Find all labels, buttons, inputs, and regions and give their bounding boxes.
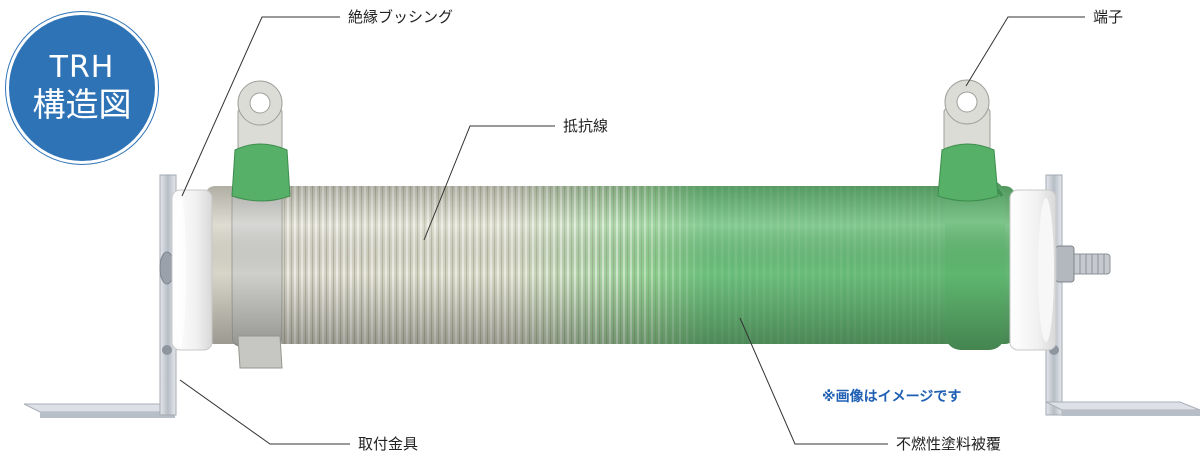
- left-metal-band: [231, 183, 283, 369]
- leader-mounting-bracket: [179, 379, 350, 445]
- resistor-body: [205, 186, 1015, 344]
- right-insulating-bushing: [1009, 189, 1057, 351]
- right-terminal: [937, 79, 999, 202]
- right-green-collar: [945, 180, 1005, 350]
- label-nonflammable-coating: 不燃性塗料被覆: [896, 435, 1002, 453]
- left-mounting-bracket: [23, 174, 177, 418]
- label-resistance-wire: 抵抗線: [563, 117, 609, 135]
- badge-model: TRH: [49, 50, 115, 85]
- leader-coating: [739, 317, 888, 445]
- left-insulating-bushing: [171, 189, 213, 351]
- label-insulating-bushing: 絶縁ブッシング: [348, 8, 454, 26]
- label-mounting-bracket: 取付金具: [358, 435, 419, 453]
- label-terminal: 端子: [1093, 8, 1124, 26]
- badge-title: 構造図: [32, 85, 132, 124]
- image-disclaimer: ※画像はイメージです: [822, 389, 962, 405]
- right-mounting-bracket: [1045, 174, 1201, 416]
- leader-resistance-wire: [423, 125, 555, 241]
- leader-insulating-bushing: [181, 16, 340, 197]
- structure-badge: TRH 構造図: [6, 12, 158, 164]
- leader-lines: [179, 16, 1085, 445]
- left-terminal: [231, 80, 291, 202]
- leader-terminal: [965, 16, 1085, 87]
